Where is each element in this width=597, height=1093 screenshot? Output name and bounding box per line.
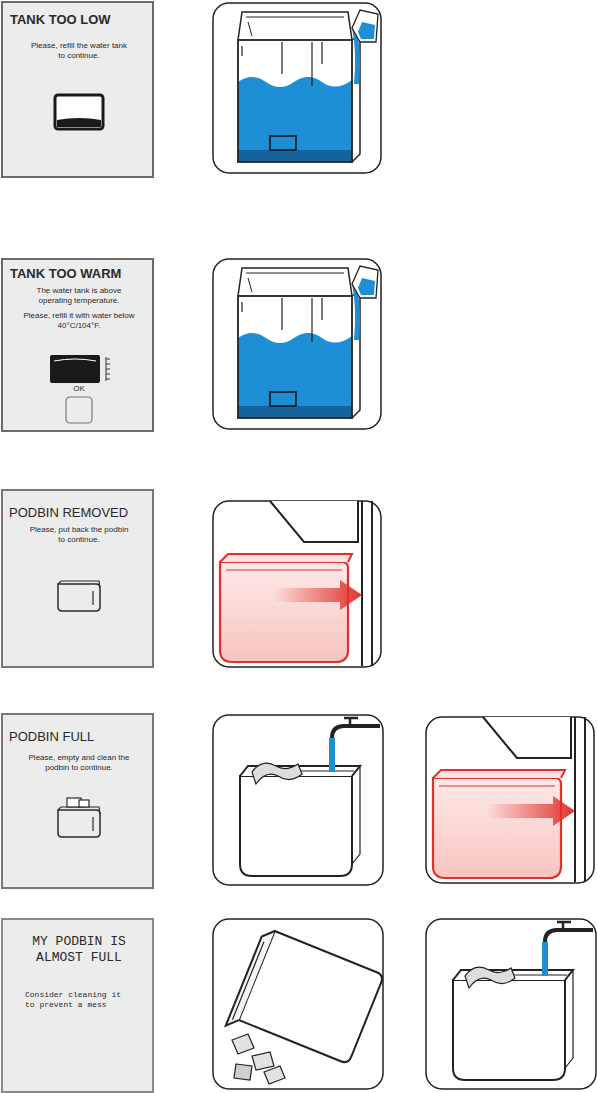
screen-message: Please, empty and clean the podbin to co…	[21, 753, 137, 772]
podbin-icon	[55, 579, 103, 613]
screen-message-panel: PODBIN REMOVED Please, put back the podbi…	[1, 489, 154, 668]
podbin-rim	[58, 807, 100, 831]
podbin-insert-illustration	[426, 717, 594, 883]
screen-message: Please, put back the podbin to continue.	[29, 525, 129, 544]
screen-message: Consider cleaning it to prevent a mess	[25, 990, 133, 1009]
screen-heading: TANK TOO LOW	[10, 12, 150, 28]
podbin-wash-illustration	[426, 919, 596, 1089]
full-podbin-icon	[55, 795, 103, 839]
ok-button	[65, 396, 93, 424]
screen-message-panel: MY PODBIN IS ALMOST FULL Consider cleanin…	[1, 918, 154, 1093]
screen-icon	[48, 353, 114, 389]
screen-message-panel: TANK TOO LOW Please, refill the water tan…	[1, 1, 154, 178]
heat-scale	[106, 357, 110, 381]
screen-heading: PODBIN FULL	[9, 729, 151, 745]
screen-message-panel: PODBIN FULL Please, empty and clean the p…	[1, 713, 154, 889]
tank-icon	[53, 93, 105, 131]
screen-message: The water tank is above operating temper…	[23, 286, 135, 305]
tank-highlight	[54, 359, 96, 361]
screen-message: Please, refill the water tank to continu…	[27, 41, 131, 60]
screen-heading: PODBIN REMOVED	[9, 505, 151, 521]
tank-outline	[55, 95, 103, 129]
tank-refill-illustration	[213, 259, 381, 429]
screen-message: Please, refill it with water below 40°C/…	[23, 311, 135, 330]
button-outline	[66, 397, 92, 423]
podbin-insert-illustration	[213, 501, 381, 667]
screen-heading: TANK TOO WARM	[10, 266, 152, 282]
podbin-outline	[58, 810, 100, 837]
screen-message-panel: TANK TOO WARM The water tank is above ope…	[1, 258, 154, 432]
screen-icon	[55, 795, 103, 843]
tank-refill-illustration	[213, 3, 381, 173]
tank-water	[57, 118, 101, 127]
pod	[79, 800, 89, 807]
screen-icon	[65, 396, 93, 428]
podbin-empty-illustration	[213, 919, 384, 1089]
podbin-wash-illustration	[213, 715, 383, 885]
tank-body	[50, 355, 100, 383]
screen-icon	[53, 93, 105, 135]
button-label: OK	[59, 384, 99, 394]
screen-icon	[55, 579, 103, 617]
warm-tank-icon	[48, 353, 114, 385]
podbin-rim	[58, 581, 100, 605]
podbin-outline	[58, 584, 100, 611]
screen-heading: MY PODBIN IS ALMOST FULL	[23, 934, 135, 965]
